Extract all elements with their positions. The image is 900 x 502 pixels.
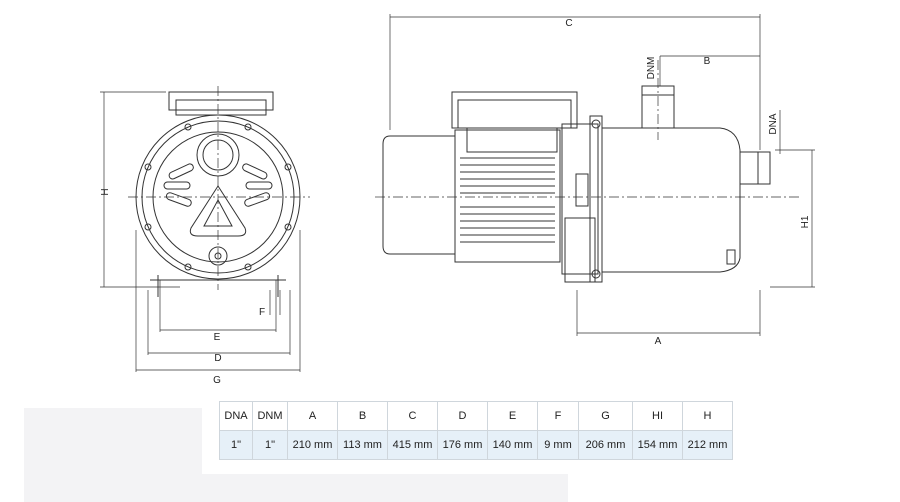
table-cell: 154 mm [632, 430, 683, 460]
table-cell: 1" [219, 430, 253, 460]
table-cell: 1" [252, 430, 288, 460]
table-header-cell: G [578, 401, 633, 431]
table-cell: 210 mm [287, 430, 338, 460]
dimension-label-f: F [259, 307, 265, 318]
dimension-label-c: C [565, 18, 572, 29]
table-header-cell: H [682, 401, 733, 431]
table-header-cell: B [337, 401, 388, 431]
dimension-label-d: D [214, 353, 221, 364]
side-view [375, 14, 815, 336]
dimension-label-g: G [213, 375, 221, 386]
table-header-row: DNA DNM A B C D E F G HI H [219, 401, 733, 431]
table-header-cell: A [287, 401, 338, 431]
table-cell: 176 mm [437, 430, 488, 460]
dimension-label-e: E [214, 332, 221, 343]
table-header-cell: HI [632, 401, 683, 431]
background-panel [202, 474, 568, 502]
table-cell: 206 mm [578, 430, 633, 460]
dimensions-table: DNA DNM A B C D E F G HI H 1" 1" 210 mm … [219, 401, 733, 460]
table-header-cell: DNM [252, 401, 288, 431]
table-header-cell: D [437, 401, 488, 431]
dimension-label-dna: DNA [768, 113, 779, 134]
table-cell: 9 mm [537, 430, 579, 460]
dimension-label-h1: H1 [800, 215, 811, 228]
table-header-cell: F [537, 401, 579, 431]
background-panel [24, 408, 202, 502]
table-header-cell: DNA [219, 401, 253, 431]
dimension-label-dnm: DNM [646, 57, 657, 80]
dimension-label-h: H [100, 188, 111, 195]
table-header-cell: C [387, 401, 438, 431]
table-cell: 212 mm [682, 430, 733, 460]
table-cell: 140 mm [487, 430, 538, 460]
dimension-label-b: B [704, 56, 711, 67]
table-header-cell: E [487, 401, 538, 431]
table-cell: 415 mm [387, 430, 438, 460]
table-cell: 113 mm [337, 430, 388, 460]
table-row: 1" 1" 210 mm 113 mm 415 mm 176 mm 140 mm… [219, 430, 733, 460]
front-view [100, 86, 310, 372]
dimension-label-a: A [655, 336, 662, 347]
